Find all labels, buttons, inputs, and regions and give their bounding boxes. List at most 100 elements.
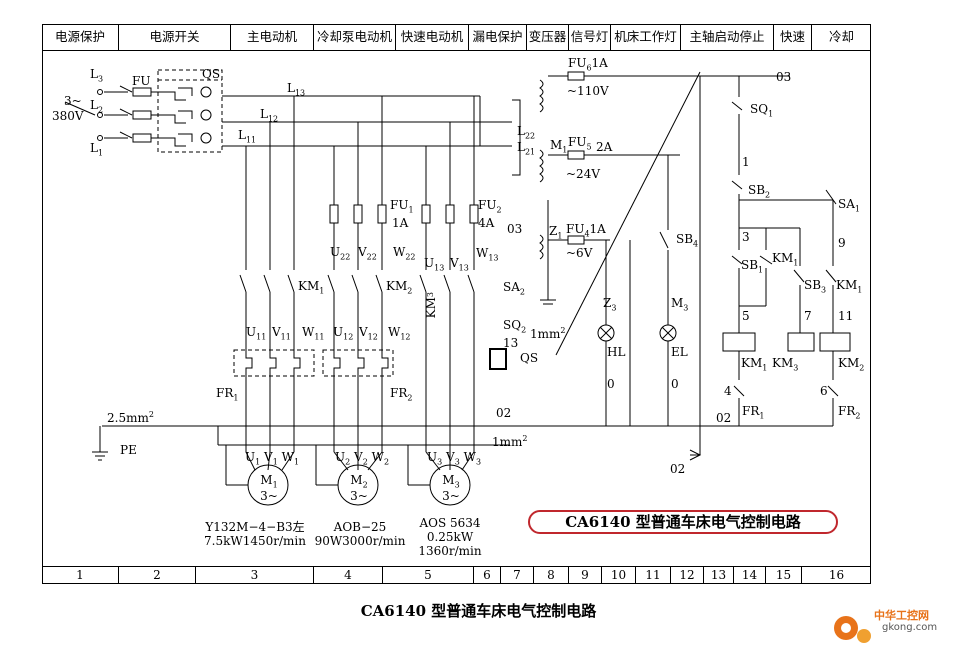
footer-divider [42,566,871,567]
l1-text: L [90,141,98,155]
footer-cell-15: 15 [766,566,802,584]
fu6-sub: 6 [586,63,592,73]
fr2-contact-label: FR2 [838,404,860,420]
m2-w: W [371,450,384,464]
km2-coil-text: KM [838,356,860,370]
footer-cell-13: 13 [704,566,734,584]
coolant-rapid-branch [322,96,481,506]
km1-hold-text: KM [772,251,794,265]
v24-label: ~24V [566,167,600,181]
logo-url: gkong.com [882,622,938,633]
fu1-text: FU [390,198,409,212]
m1-phase: 3~ [260,489,278,504]
header-cell-rapid: 快速 [774,24,812,50]
u12-sub: 12 [343,332,354,342]
sq2-sub: 2 [521,325,527,335]
sb4-text: SB [676,232,694,246]
sb4-sub: 4 [693,239,699,249]
node-6: 6 [820,384,828,398]
w11-label: W11 [302,325,325,341]
m1-rating: 7.5kW1450r/min [204,534,306,548]
m1-text: M [550,138,563,152]
w12-label: W12 [388,325,411,341]
m1-u-sub: 1 [255,457,261,467]
l2-label: L2 [90,98,103,114]
header-cell-power-protection: 电源保护 [42,24,119,50]
fr2-text: FR [390,386,408,400]
m3-rating2: 1360r/min [418,544,482,558]
m2-sub: 2 [362,480,368,490]
fr2-sub: 2 [407,393,413,403]
sb4-label: SB4 [676,232,698,248]
diagram-title-box: CA6140 型普通车床电气控制电路 [528,510,838,534]
fu5-label: FU5 [568,135,592,151]
m3-phase: 3~ [442,489,460,504]
pe-bus [92,425,833,486]
v11-text: V [272,325,281,339]
z1-text: Z [549,224,558,238]
w13-sub: 13 [488,253,499,263]
u11-text: U [246,325,257,339]
u12-text: U [333,325,344,339]
v12-text: V [359,325,368,339]
m2-v: V [354,450,363,464]
km3-power-sub: 3 [426,292,435,298]
v22-text: V [358,245,367,259]
header-cell-cooling: 冷却 [828,29,854,44]
sb1-label: SB1 [741,258,763,274]
w22-text: W [393,245,406,259]
km2-power-label: KM2 [386,279,412,295]
pe-label: PE [120,443,137,457]
fu4-label: FU41A [566,222,606,238]
m3-lamp-sub: 3 [683,303,689,313]
m3-model: AOS 5634 [419,516,481,530]
km3-power-label: KM3 [424,292,438,318]
m3-rating: 0.25kW [426,530,474,544]
gkong-logo [834,616,871,643]
header-cell-coolant-motor: 冷却泵电动机 [314,24,396,50]
transformer-control [512,71,790,461]
node-02-mid: 02 [496,406,512,420]
sb2-text: SB [748,183,766,197]
km2-power-text: KM [386,279,408,293]
node-1: 1 [742,155,750,169]
z3-text: Z [603,296,612,310]
km3-coil-sub: 3 [793,363,799,373]
w11-sub: 11 [314,332,325,342]
footer-cell-9: 9 [569,566,602,584]
u22-label: U22 [330,245,350,261]
km1-hold-label: KM1 [772,251,798,267]
km1-coil-sub: 1 [762,363,768,373]
v11-label: V11 [272,325,291,341]
wire-1mm-label: 1mm2 [530,326,566,341]
footer-cell-6: 6 [474,566,501,584]
bus-l11-text: L [238,128,246,142]
node-0-a: 0 [607,377,615,391]
sb1-sub: 1 [758,265,764,275]
fu1-rating: 1A [392,216,409,230]
m2-name: M [350,473,363,487]
v12-sub: 12 [367,332,378,342]
fu1-label: FU1 [390,198,414,214]
sq1-sub: 1 [768,109,774,119]
header-cell-rapid-motor: 快速电动机 [396,24,469,50]
fu6-label: FU61A [568,56,608,72]
sb1-text: SB [741,258,759,272]
node-4: 4 [724,384,732,398]
u13-label: U13 [424,256,444,272]
m1-v: V [264,450,273,464]
w12-text: W [388,325,401,339]
qs-coil-label: QS [520,351,539,365]
m3-w: W [463,450,476,464]
node-03-mid: 03 [507,222,523,236]
bus-l13-sub: 13 [294,88,306,98]
v13-sub: 13 [458,263,469,273]
footer-cell-14: 14 [734,566,766,584]
sb3-label: SB3 [804,278,826,294]
l1-label: L1 [90,141,103,157]
wire-25mm-text: 2.5mm [107,411,149,425]
u22-sub: 22 [340,252,351,262]
